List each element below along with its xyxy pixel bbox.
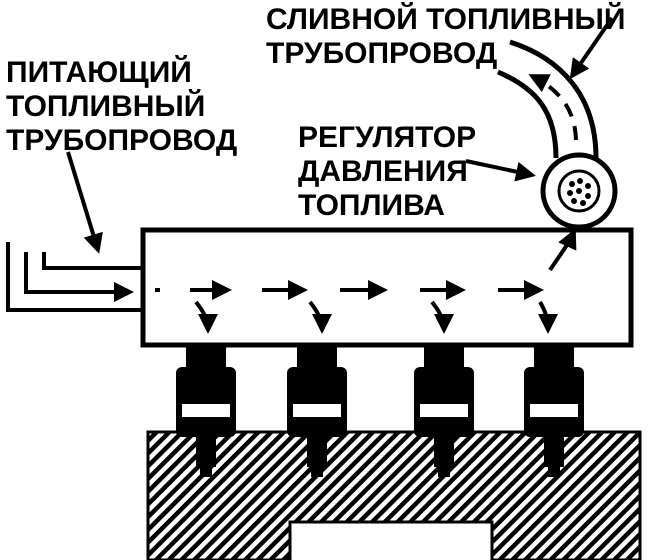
pressure-regulator (540, 152, 618, 230)
injector-1 (176, 345, 236, 477)
supply-fuel-pipe (6, 242, 143, 312)
drain-line-label-line-2: ТРУБОПРОВОД (266, 37, 498, 70)
supply-line-label: ПИТАЮЩИЙ ТОПЛИВНЫЙ ТРУБОПРОВОД (6, 56, 237, 158)
pressure-regulator-label-line-3: ТОПЛИВА (298, 189, 445, 222)
engine-block (146, 430, 642, 560)
injectors (176, 345, 584, 477)
leader-lines (66, 16, 614, 254)
drain-fuel-pipe (497, 39, 599, 159)
pressure-regulator-label: РЕГУЛЯТОР ДАВЛЕНИЯ ТОПЛИВА (298, 121, 476, 223)
injector-2 (287, 345, 347, 477)
pressure-regulator-label-line-2: ДАВЛЕНИЯ (298, 155, 468, 188)
drain-line-label: СЛИВНОЙ ТОПЛИВНЫЙ ТРУБОПРОВОД (266, 3, 625, 71)
fuel-rail (140, 227, 634, 348)
drain-line-label-line-1: СЛИВНОЙ ТОПЛИВНЫЙ (266, 3, 626, 36)
supply-line-label-line-2: ТОПЛИВНЫЙ (6, 90, 206, 123)
injector-4 (524, 345, 584, 477)
flow-arrows (155, 228, 577, 334)
pressure-regulator-label-line-1: РЕГУЛЯТОР (298, 121, 477, 154)
supply-line-label-line-3: ТРУБОПРОВОД (6, 124, 238, 157)
supply-line-label-line-1: ПИТАЮЩИЙ (6, 56, 192, 89)
injector-3 (414, 345, 474, 477)
